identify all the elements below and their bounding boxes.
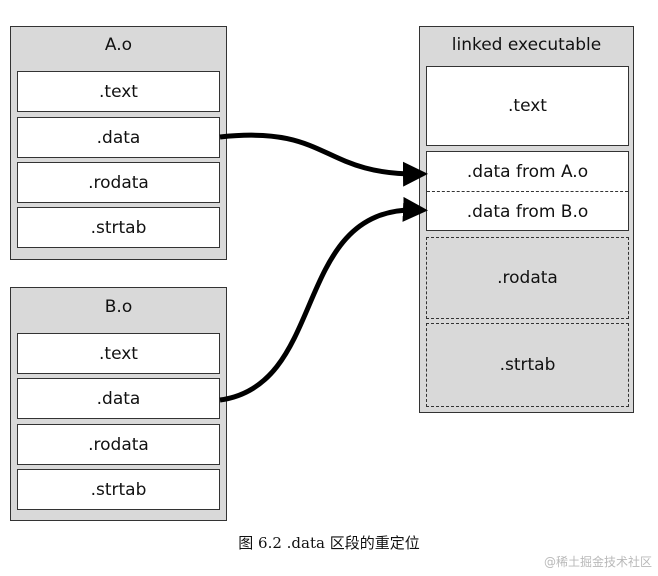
arrow-a-data-to-exe	[219, 132, 428, 187]
watermark: @稀土掘金技术社区	[543, 555, 652, 569]
exe-text-section: .text	[426, 66, 629, 146]
object-file-a: A.o .text .data .rodata .strtab	[10, 26, 227, 260]
b-data-section: .data	[17, 378, 220, 419]
b-text-section: .text	[17, 333, 220, 374]
exe-data-from-a: .data from A.o	[466, 161, 589, 182]
exe-strtab-section: .strtab	[426, 323, 629, 407]
arrow-b-data-to-exe	[219, 196, 428, 403]
exe-rodata-section: .rodata	[426, 237, 629, 319]
exe-data-from-b: .data from B.o	[466, 201, 589, 222]
b-rodata-section: .rodata	[17, 424, 220, 465]
exe-data-section: .data from A.o .data from B.o	[426, 151, 629, 231]
a-strtab-section: .strtab	[17, 207, 220, 248]
linked-executable: linked executable .text .data from A.o .…	[419, 26, 634, 413]
a-rodata-section: .rodata	[17, 162, 220, 203]
linked-executable-title: linked executable	[451, 35, 602, 55]
a-text-section: .text	[17, 71, 220, 112]
object-file-b-title: B.o	[104, 297, 133, 317]
a-data-section: .data	[17, 117, 220, 158]
b-strtab-section: .strtab	[17, 469, 220, 510]
exe-data-divider	[427, 191, 628, 192]
object-file-a-title: A.o	[104, 35, 133, 55]
object-file-b: B.o .text .data .rodata .strtab	[10, 287, 227, 521]
figure-caption: 图 6.2 .data 区段的重定位	[238, 534, 420, 552]
